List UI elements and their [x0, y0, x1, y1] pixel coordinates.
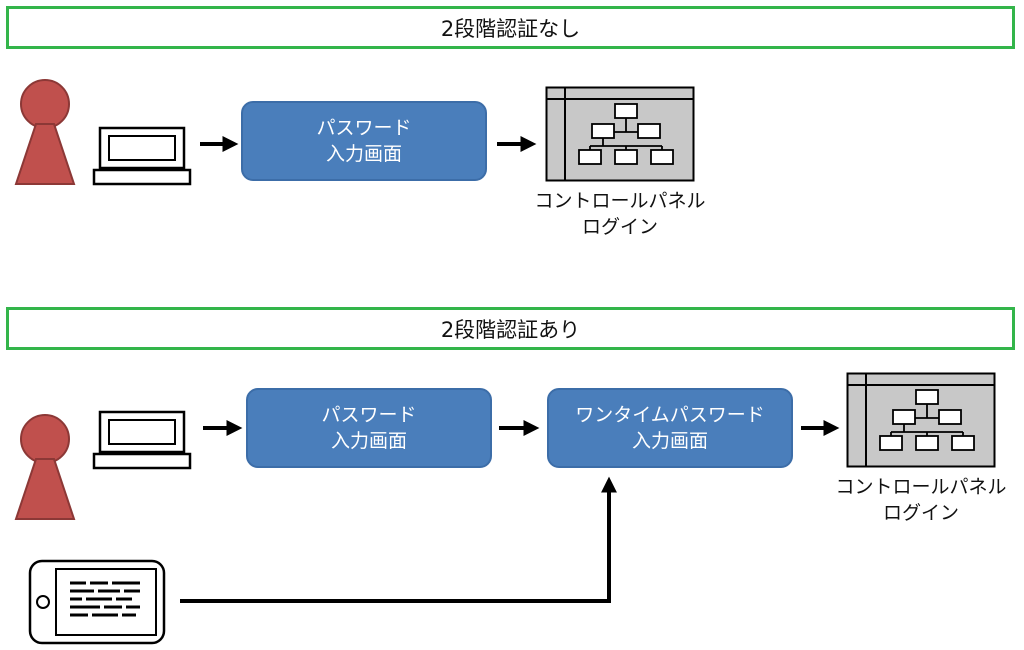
password-box-line1: パスワード — [316, 117, 412, 139]
section-header-label: 2段階認証あり — [440, 317, 581, 342]
caption-line1: コントロールパネル — [534, 190, 706, 212]
arrow-icon — [180, 476, 617, 603]
password-input-screen-box: パスワード 入力画面 — [246, 388, 492, 468]
control-panel-login-caption: コントロールパネル ログイン — [821, 474, 1021, 526]
section-header-with-2fa: 2段階認証あり — [6, 307, 1015, 350]
one-time-password-input-screen-box: ワンタイムパスワード 入力画面 — [547, 388, 793, 468]
otp-box-line2: 入力画面 — [631, 430, 708, 452]
user-icon — [14, 414, 76, 520]
section-header-no-2fa: 2段階認証なし — [6, 6, 1015, 49]
caption-line1: コントロールパネル — [835, 476, 1007, 498]
password-input-screen-box: パスワード 入力画面 — [241, 101, 487, 181]
password-box-line2: 入力画面 — [325, 143, 402, 165]
section-header-label: 2段階認証なし — [440, 16, 581, 41]
laptop-icon — [92, 126, 192, 186]
laptop-icon — [92, 410, 192, 470]
caption-line2: ログイン — [581, 216, 658, 238]
password-box-line1: パスワード — [321, 404, 417, 426]
control-panel-icon — [545, 86, 695, 182]
otp-box-line1: ワンタイムパスワード — [575, 404, 765, 426]
caption-line2: ログイン — [882, 502, 959, 524]
control-panel-icon — [846, 372, 996, 468]
password-box-line2: 入力画面 — [330, 430, 407, 452]
control-panel-login-caption: コントロールパネル ログイン — [520, 188, 720, 240]
tablet-icon — [28, 559, 166, 645]
user-icon — [14, 79, 76, 185]
